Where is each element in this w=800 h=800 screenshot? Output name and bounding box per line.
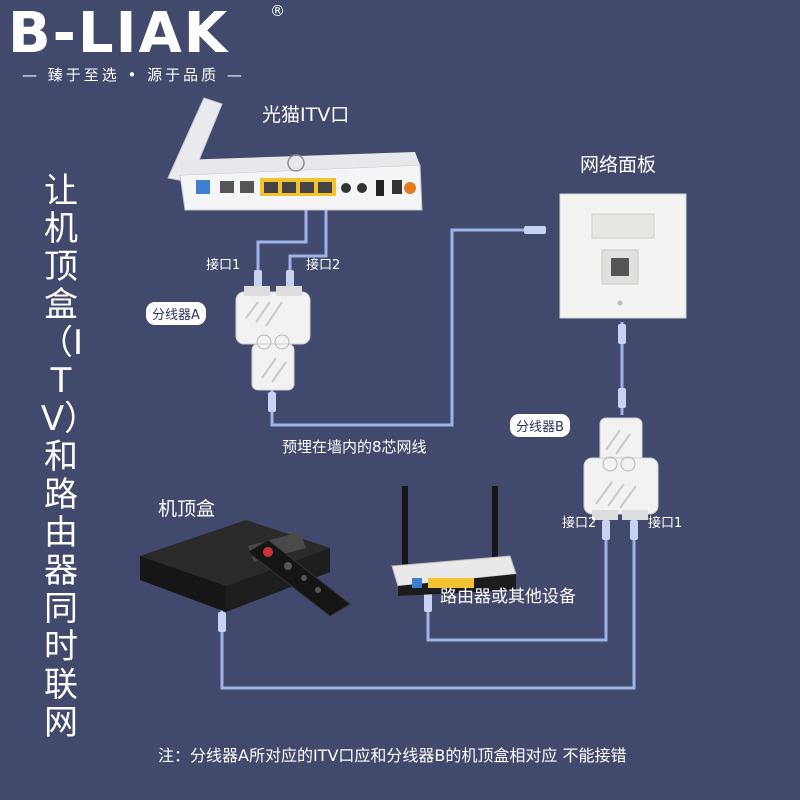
- cable-splitter-b-stb: [220, 515, 636, 690]
- splitter-b: [583, 417, 659, 520]
- remote-power-icon: [263, 547, 273, 557]
- brand-slogan: — 臻于至选 • 源于品质 —: [22, 66, 245, 84]
- cables: [220, 198, 636, 690]
- cable-modem-port2: [288, 198, 328, 292]
- set-top-box: [140, 520, 330, 612]
- fiber-port: [196, 180, 210, 194]
- registered-mark: ®: [270, 2, 285, 20]
- plug: [630, 520, 638, 540]
- cable-splitter-b-router: [426, 515, 608, 642]
- plug: [286, 270, 294, 290]
- plug: [268, 392, 276, 412]
- plug: [218, 612, 226, 632]
- label-wall-panel: 网络面板: [580, 154, 657, 176]
- cable-modem-port1: [256, 198, 308, 292]
- label-port2-b: 接口2: [562, 516, 597, 531]
- splitter-a: [235, 286, 311, 391]
- cable-wall-embedded: [270, 228, 542, 427]
- brand-logo: B-LIAK: [8, 1, 230, 66]
- optical-modem: [167, 97, 423, 211]
- label-router: 路由器或其他设备: [440, 587, 576, 607]
- plug: [602, 520, 610, 540]
- label-port1-b: 接口1: [648, 516, 683, 531]
- plug: [524, 226, 546, 234]
- label-port1-a: 接口1: [206, 258, 241, 273]
- plug: [618, 388, 626, 408]
- label-set-top-box: 机顶盒: [158, 498, 216, 520]
- label-wall-cable: 预埋在墙内的8芯网线: [282, 438, 427, 456]
- wall-panel: [559, 193, 687, 319]
- rj45-socket: [611, 258, 629, 276]
- bottom-note: 注：分线器A所对应的ITV口应和分线器B的机顶盒相对应 不能接错: [158, 746, 627, 765]
- router-antenna: [402, 486, 408, 570]
- wifi-icon: [287, 154, 305, 172]
- router: [391, 486, 517, 596]
- plug: [424, 592, 432, 612]
- label-port2-a: 接口2: [306, 258, 341, 273]
- remote-control: [247, 539, 351, 617]
- plug: [254, 270, 262, 290]
- label-splitter-a: 分线器A: [146, 302, 206, 325]
- vertical-title: 让机顶盒（ITV）和路由器同时联网: [38, 171, 84, 743]
- label-modem-itv: 光猫ITV口: [262, 104, 350, 126]
- plug: [618, 324, 626, 344]
- router-antenna: [492, 486, 498, 570]
- power-button-icon: [404, 182, 416, 194]
- label-splitter-b: 分线器B: [510, 414, 570, 437]
